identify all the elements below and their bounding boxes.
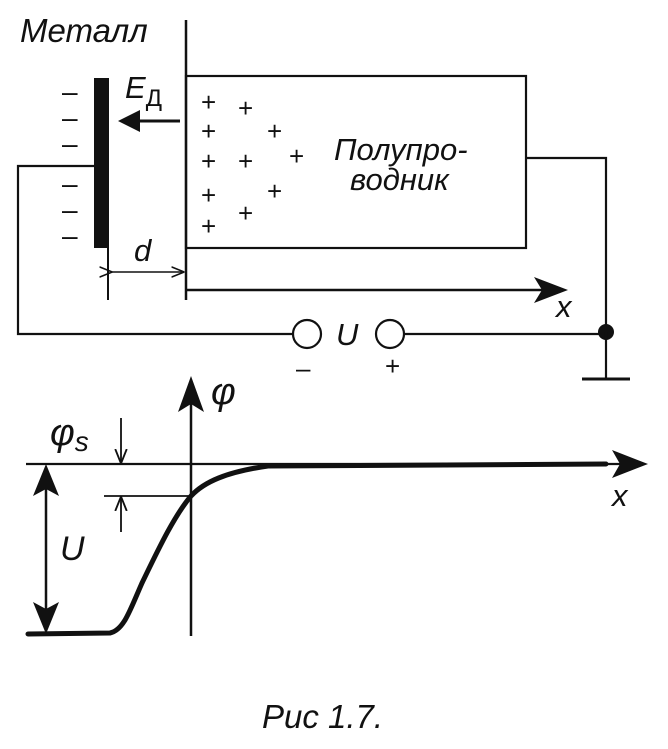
field-arrow-head (118, 110, 140, 132)
u-arrowhead-bottom (33, 602, 59, 634)
terminal-plus (374, 318, 406, 350)
gap-label: d (134, 233, 153, 268)
charge-minus-5: – (62, 194, 78, 225)
phi-axis-arrowhead (178, 376, 204, 412)
charge-plus-6: + (238, 146, 253, 176)
semiconductor-block (184, 74, 528, 250)
metal-negative-charges: – – – – – – (62, 76, 78, 251)
terminal-minus (291, 318, 323, 350)
phi-s-sub: s (75, 426, 89, 457)
field-label-main: E (125, 70, 146, 105)
charge-minus-4: – (62, 168, 78, 199)
figure-caption: Рис 1.7. (262, 698, 383, 735)
charge-plus-10: + (238, 198, 253, 228)
charge-minus-3: – (62, 128, 78, 159)
x-axis-bottom-arrowhead (612, 450, 648, 478)
circuit-wire-right (526, 156, 608, 332)
semiconductor-label-line2: водник (350, 162, 450, 197)
phi-axis-label: φ (211, 371, 236, 413)
phi-s-main: φ (50, 412, 75, 454)
charge-minus-6: – (62, 220, 78, 251)
charge-plus-4: + (267, 116, 282, 146)
charge-plus-8: + (201, 180, 216, 210)
voltage-label: U (336, 317, 359, 352)
semiconductor-label-line1: Полупро- (334, 132, 468, 167)
x-axis-top-label: x (554, 289, 573, 324)
minus-sign: – (296, 353, 311, 383)
semiconductor-positive-charges: + + + + + + + + + + + (201, 87, 304, 241)
charge-plus-2: + (238, 93, 253, 123)
phi-s-label: φs (50, 412, 89, 457)
charge-minus-1: – (62, 76, 78, 107)
metal-label: Металл (20, 12, 148, 49)
charge-minus-2: – (62, 102, 78, 133)
plus-sign: + (385, 351, 400, 381)
charge-plus-5: + (201, 146, 216, 176)
x-axis-top-arrowhead (534, 277, 568, 303)
field-label: EД (125, 70, 162, 112)
field-label-sub: Д (146, 85, 162, 112)
x-axis-bottom-label: x (610, 478, 629, 513)
metal-plate (94, 78, 109, 248)
potential-u-label: U (60, 530, 85, 568)
charge-plus-11: + (201, 211, 216, 241)
potential-curve (25, 461, 609, 637)
u-arrowhead-top (33, 464, 59, 496)
charge-plus-3: + (201, 116, 216, 146)
charge-plus-1: + (201, 87, 216, 117)
charge-plus-7: + (289, 141, 304, 171)
charge-plus-9: + (267, 176, 282, 206)
circuit-wire-left (16, 164, 292, 336)
